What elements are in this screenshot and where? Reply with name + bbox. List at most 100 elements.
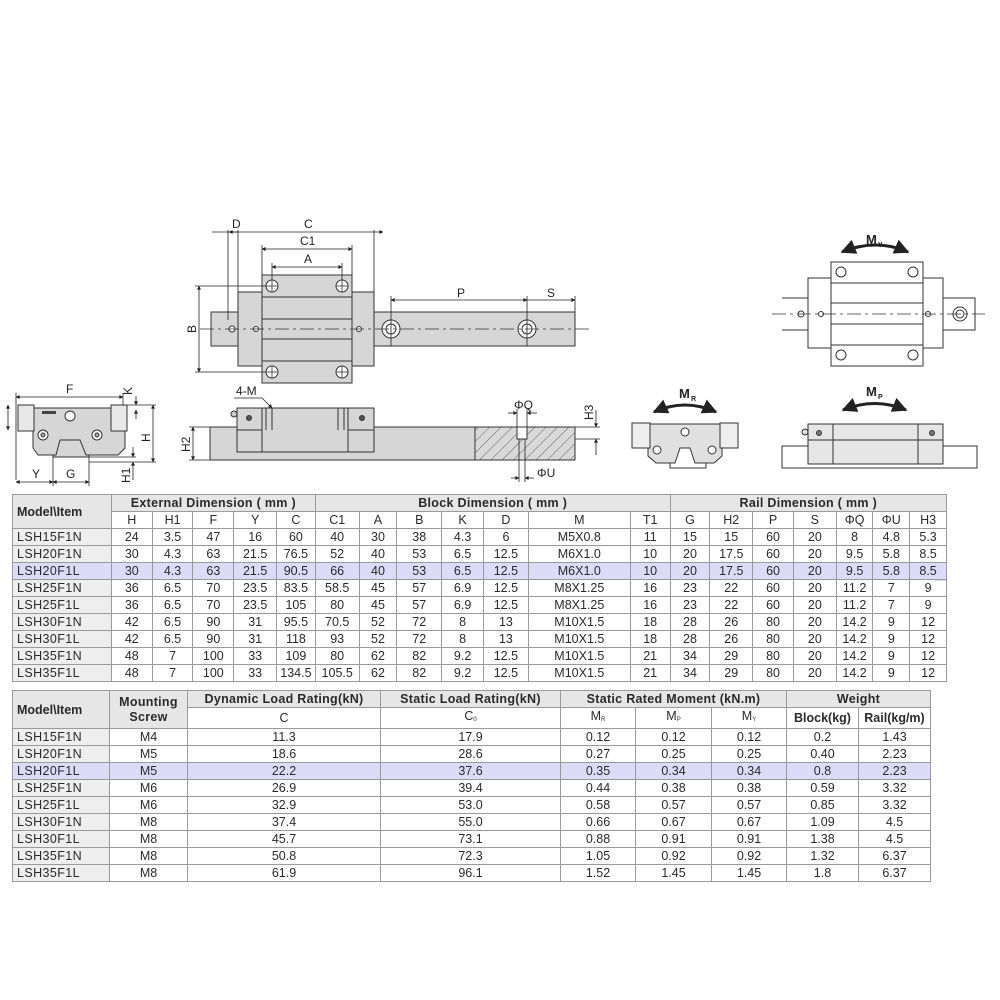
- model-cell: LSH25F1L: [12, 596, 112, 614]
- value-cell: 15: [669, 528, 711, 546]
- label-S: S: [547, 286, 555, 300]
- value-cell: 12.5: [482, 647, 529, 665]
- model-cell: LSH25F1N: [12, 779, 110, 797]
- column-header: P: [752, 511, 794, 529]
- static-cell: 55.0: [380, 813, 561, 831]
- value-cell: 29: [709, 647, 754, 665]
- label-H1: H1: [119, 467, 133, 483]
- moment-r-main: M: [590, 709, 602, 723]
- value-cell: 6.5: [151, 630, 194, 648]
- value-cell: 48: [110, 664, 153, 682]
- load-rating-table: Model\Item Mounting Screw Dynamic Load R…: [12, 690, 932, 882]
- static-sub-header: C0: [380, 707, 561, 729]
- value-cell: 12.5: [482, 562, 529, 580]
- value-cell: 30: [110, 562, 153, 580]
- value-cell: 8: [441, 613, 484, 631]
- mp-cell: 0.57: [635, 796, 712, 814]
- moment-y-main: M: [741, 709, 753, 723]
- value-cell: 109: [276, 647, 316, 665]
- value-cell: 10: [629, 562, 671, 580]
- static-cell: 72.3: [380, 847, 561, 865]
- value-cell: 12: [909, 664, 947, 682]
- value-cell: 60: [752, 528, 794, 546]
- rail-dimension-header: Rail Dimension ( mm ): [669, 494, 948, 512]
- value-cell: 9.2: [441, 647, 484, 665]
- top-view: D C C1 A B P S: [185, 217, 590, 384]
- column-header: A: [358, 511, 398, 529]
- rail-cell: 2.23: [857, 762, 932, 780]
- dynamic-cell: 18.6: [187, 745, 381, 763]
- label-H: H: [139, 433, 153, 442]
- rail-cell: 3.32: [857, 779, 932, 797]
- column-header: H2: [709, 511, 754, 529]
- mr-cell: 0.44: [560, 779, 636, 797]
- value-cell: 14.2: [835, 664, 874, 682]
- value-cell: 11.2: [835, 596, 874, 614]
- model-cell: LSH35F1N: [12, 647, 112, 665]
- value-cell: 9: [872, 630, 911, 648]
- label-C1: C1: [300, 234, 316, 248]
- block-cell: 0.59: [786, 779, 859, 797]
- screw-cell: M4: [109, 728, 188, 746]
- value-cell: 53: [396, 545, 443, 563]
- value-cell: 42: [110, 613, 153, 631]
- value-cell: 90: [192, 613, 235, 631]
- screw-cell: M8: [109, 864, 188, 882]
- label-G: G: [66, 467, 75, 481]
- value-cell: 60: [752, 579, 794, 597]
- value-cell: M6X1.0: [527, 545, 631, 563]
- column-header: S: [792, 511, 837, 529]
- column-header: G: [669, 511, 711, 529]
- value-cell: M10X1.5: [527, 630, 631, 648]
- value-cell: 16: [629, 596, 671, 614]
- column-header: ΦQ: [835, 511, 874, 529]
- value-cell: M8X1.25: [527, 579, 631, 597]
- static-cell: 28.6: [380, 745, 561, 763]
- moment-p-header: MP: [635, 707, 712, 729]
- value-cell: 6.5: [441, 545, 484, 563]
- value-cell: 6.9: [441, 579, 484, 597]
- value-cell: 63: [192, 562, 235, 580]
- label-C: C: [304, 217, 313, 231]
- side-view: 4-M H2 ΦQ ΦU H3: [179, 384, 600, 482]
- value-cell: 40: [358, 562, 398, 580]
- technical-drawings: D C C1 A B P S: [0, 0, 1000, 492]
- dynamic-cell: 26.9: [187, 779, 381, 797]
- value-cell: 9.5: [835, 545, 874, 563]
- mp-cell: 0.67: [635, 813, 712, 831]
- value-cell: M10X1.5: [527, 613, 631, 631]
- value-cell: 20: [669, 562, 711, 580]
- value-cell: 52: [358, 613, 398, 631]
- value-cell: 12.5: [482, 596, 529, 614]
- model-cell: LSH20F1N: [12, 745, 110, 763]
- value-cell: 5.8: [872, 545, 911, 563]
- label-phiU: ΦU: [537, 466, 555, 480]
- weight-header: Weight: [785, 690, 932, 708]
- value-cell: 9: [872, 664, 911, 682]
- mp-cell: 0.92: [635, 847, 712, 865]
- mr-cell: 0.35: [560, 762, 636, 780]
- value-cell: 23: [669, 579, 711, 597]
- value-cell: 8: [835, 528, 874, 546]
- value-cell: 57: [396, 596, 443, 614]
- value-cell: 52: [358, 630, 398, 648]
- value-cell: 58.5: [314, 579, 360, 597]
- moment-r-sub: R: [601, 717, 606, 723]
- my-cell: 0.57: [711, 796, 787, 814]
- model-cell: LSH30F1L: [12, 830, 110, 848]
- moment-p-main: M: [666, 709, 677, 723]
- model-cell: LSH30F1N: [12, 813, 110, 831]
- static-sub-main: C: [464, 709, 474, 723]
- value-cell: 18: [629, 613, 671, 631]
- value-cell: 9: [909, 596, 947, 614]
- column-header: ΦU: [872, 511, 911, 529]
- value-cell: 36: [110, 596, 153, 614]
- model-cell: LSH35F1L: [12, 864, 110, 882]
